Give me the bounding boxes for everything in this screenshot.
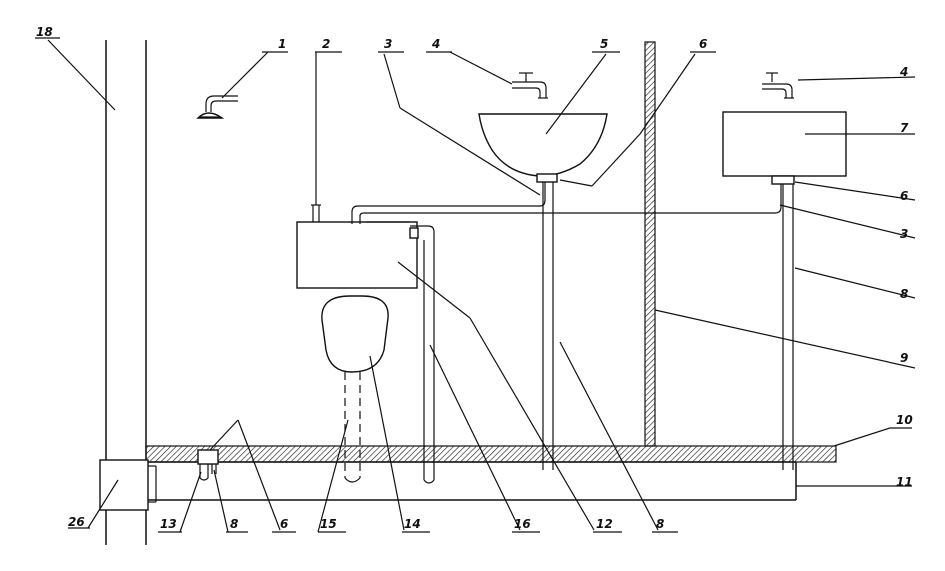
label-12: 12 bbox=[596, 517, 613, 531]
junction-fitting bbox=[99, 459, 157, 511]
horizontal-drain-pipe bbox=[146, 461, 797, 501]
label-4-right: 4 bbox=[899, 65, 908, 79]
shower-head-icon bbox=[196, 95, 238, 119]
floor-drain bbox=[197, 449, 219, 481]
label-3-top: 3 bbox=[384, 37, 392, 51]
label-18: 18 bbox=[36, 25, 53, 39]
label-9: 9 bbox=[900, 351, 908, 365]
partition-wall bbox=[644, 41, 656, 447]
overflow-pipe bbox=[409, 225, 435, 484]
supply-pipe bbox=[351, 180, 782, 224]
label-2: 2 bbox=[322, 37, 330, 51]
label-8-bottom-right: 8 bbox=[656, 517, 664, 531]
basin-faucet-icon bbox=[512, 72, 548, 99]
label-4-left: 4 bbox=[431, 37, 440, 51]
water-tank bbox=[722, 111, 847, 185]
part-labels: 18 1 2 3 4 5 6 4 7 6 3 8 9 10 11 26 13 8… bbox=[36, 25, 913, 531]
label-1: 1 bbox=[278, 37, 286, 51]
label-16: 16 bbox=[514, 517, 531, 531]
washbasin bbox=[478, 113, 608, 183]
label-13: 13 bbox=[160, 517, 177, 531]
label-14: 14 bbox=[404, 517, 421, 531]
tank-drain-pipe bbox=[782, 184, 794, 470]
toilet-outlet bbox=[344, 372, 361, 483]
label-15: 15 bbox=[320, 517, 337, 531]
tank-faucet-icon bbox=[762, 72, 794, 99]
label-7: 7 bbox=[900, 121, 909, 135]
label-5: 5 bbox=[600, 37, 608, 51]
label-6-top: 6 bbox=[699, 37, 707, 51]
inlet-valve bbox=[311, 204, 321, 222]
label-6-bottom: 6 bbox=[280, 517, 288, 531]
label-3-right: 3 bbox=[900, 227, 908, 241]
basin-drain-pipe bbox=[542, 182, 554, 470]
label-8-right: 8 bbox=[900, 287, 908, 301]
floor-slab bbox=[145, 445, 837, 463]
label-8-bottom-left: 8 bbox=[230, 517, 238, 531]
label-10: 10 bbox=[896, 413, 913, 427]
label-11: 11 bbox=[896, 475, 913, 489]
toilet-bowl bbox=[321, 295, 389, 373]
label-26: 26 bbox=[68, 515, 85, 529]
leader-lines bbox=[35, 37, 916, 533]
toilet-cistern bbox=[296, 221, 418, 289]
label-6-right: 6 bbox=[900, 189, 908, 203]
